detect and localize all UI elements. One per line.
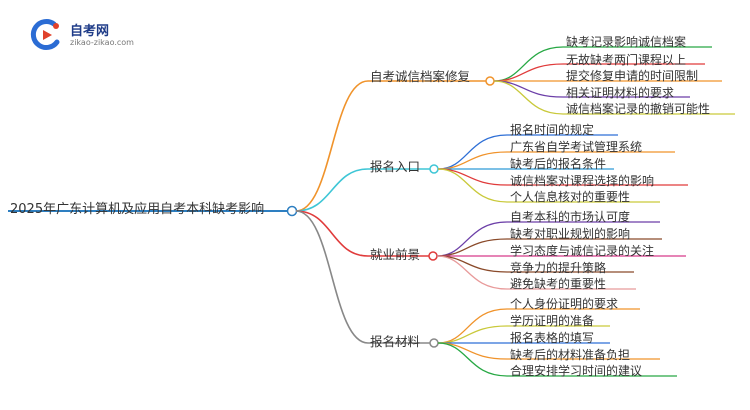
leaf-connector — [437, 342, 508, 377]
leaf-label: 个人身份证明的要求 — [510, 297, 619, 311]
leaf-label: 相关证明材料的要求 — [566, 86, 675, 100]
leaf-connector — [437, 342, 508, 360]
branch-label: 报名入口 — [370, 159, 421, 174]
branch-node — [428, 251, 438, 261]
leaf-label: 提交修复申请的时间限制 — [566, 69, 699, 83]
leaf-label: 自考本科的市场认可度 — [510, 210, 631, 224]
leaf-connector — [437, 168, 508, 203]
branch-node — [485, 76, 495, 86]
leaf-connector — [437, 325, 508, 344]
leaf-label: 避免缺考的重要性 — [510, 277, 607, 291]
leaf-connector — [437, 151, 508, 170]
branch-connector — [295, 80, 369, 212]
leaf-label: 缺考后的报名条件 — [510, 157, 607, 171]
leaf-label: 无故缺考两门课程以上 — [566, 53, 687, 67]
branch-label: 报名材料 — [370, 334, 421, 349]
leaf-label: 诚信档案记录的撤销可能性 — [566, 102, 711, 116]
leaf-connector — [493, 80, 564, 98]
leaf-label: 学习态度与诚信记录的关注 — [510, 244, 655, 258]
root-topic: 2025年广东计算机及应用自考本科缺考影响 — [10, 202, 265, 217]
leaf-connector — [493, 63, 564, 82]
leaf-label: 缺考对职业规划的影响 — [510, 227, 631, 241]
leaf-label: 报名表格的填写 — [510, 331, 595, 345]
branch-node — [429, 338, 439, 348]
logo-url: zikao-zikao.com — [70, 38, 134, 47]
branch-connector — [295, 210, 369, 257]
logo: 自考网 zikao-zikao.com — [30, 18, 140, 54]
leaf-label: 学历证明的准备 — [510, 314, 595, 328]
leaf-label: 广东省自学考试管理系统 — [510, 140, 643, 154]
leaf-label: 报名时间的规定 — [510, 123, 595, 137]
logo-icon — [30, 19, 60, 50]
branch-connector — [295, 210, 369, 344]
branch-label: 就业前景 — [370, 247, 421, 262]
leaf-connector — [436, 255, 508, 290]
leaf-connector — [436, 238, 508, 257]
leaf-label: 缺考记录影响诚信档案 — [566, 35, 687, 49]
leaf-label: 竞争力的提升策略 — [510, 261, 607, 275]
leaf-connector — [436, 255, 508, 273]
leaf-connector — [493, 80, 564, 115]
branch-node — [429, 164, 439, 174]
branch-label: 自考诚信档案修复 — [370, 69, 471, 84]
logo-title: 自考网 — [70, 24, 110, 39]
leaf-label: 缺考后的材料准备负担 — [510, 348, 631, 362]
branch-connector — [295, 168, 369, 212]
leaf-label: 个人信息核对的重要性 — [510, 190, 631, 204]
root-node — [286, 205, 298, 217]
leaf-label: 诚信档案对课程选择的影响 — [510, 174, 655, 188]
leaf-connector — [437, 168, 508, 186]
leaf-label: 合理安排学习时间的建议 — [510, 364, 643, 378]
